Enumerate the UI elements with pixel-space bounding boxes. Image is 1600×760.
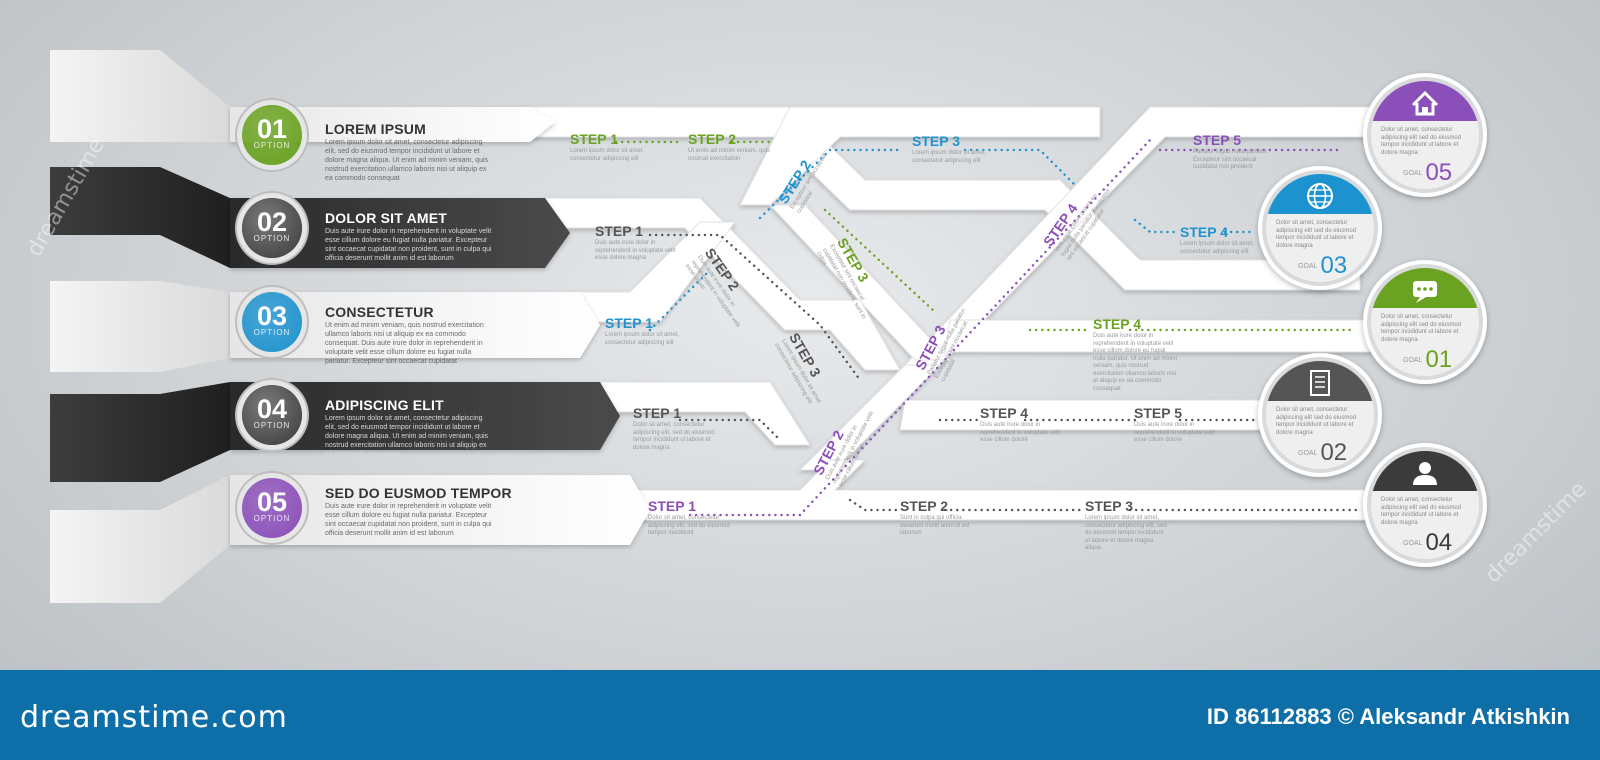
goal-circle: [1363, 260, 1487, 384]
step-description: Duis aute irure dolor in reprehenderit i…: [595, 240, 676, 261]
option-label: OPTION: [253, 421, 291, 430]
user-icon: [1413, 462, 1437, 485]
goal-circle: [1258, 166, 1382, 290]
step-label: STEP 1: [595, 223, 643, 239]
step-label: STEP 5: [1134, 405, 1182, 421]
option-title: SED DO EUSMOD TEMPOR: [325, 485, 512, 501]
option-title: CONSECTETUR: [325, 304, 434, 320]
step-description: Ut enim ad minim veniam, quis nostrud ex…: [688, 148, 771, 162]
document-icon: [1310, 370, 1330, 396]
step-description: Lorem ipsum dolor sit amet, consectetur …: [912, 150, 987, 164]
image-credit: ID 86112883 © Aleksandr Atkishkin: [1206, 704, 1570, 729]
goal-num: 01: [1425, 346, 1453, 373]
option-description: Duis aute irure dolor in reprehenderit i…: [325, 228, 492, 262]
option-description: Duis aute irure dolor in reprehenderit i…: [325, 503, 492, 537]
brand-logo[interactable]: dreamstime.com: [20, 700, 288, 735]
option-description: Lorem ipsum dolor sit amet, consectetur …: [325, 415, 489, 458]
step-label: STEP 1: [633, 405, 681, 421]
step-label: STEP 2: [688, 131, 736, 147]
step-label: STEP 4: [1180, 224, 1228, 240]
option-number: 01: [256, 114, 288, 144]
goal-circle: [1363, 443, 1487, 567]
globe-icon: [1307, 183, 1333, 209]
goal-word: GOAL: [1403, 357, 1423, 365]
step-description: Dolor sit amet, consectetur adipiscing e…: [648, 515, 730, 536]
step-description: Lorem ipsum dolor sit amet, consectetur …: [570, 148, 645, 162]
goal-description: Dolor sit amet, consectetur adipiscing e…: [1381, 314, 1462, 343]
goal-cap: [1267, 174, 1373, 214]
home-icon: [1411, 90, 1439, 116]
option-number: 04: [256, 394, 288, 424]
step-description: Lorem ipsum dolor sit amet, consectetur …: [1180, 241, 1255, 255]
dotted-routes: [614, 138, 1362, 517]
goal-num: 04: [1425, 529, 1453, 556]
step-label: STEP 2: [900, 498, 948, 514]
option-number: 03: [256, 301, 288, 331]
step-description: Pariatur fugiat nulla pariatur. Excepteu…: [1193, 149, 1269, 170]
step-label: STEP 3: [912, 133, 960, 149]
route-diagram: [50, 50, 1487, 603]
goal-description: Dolor sit amet, consectetur adipiscing e…: [1381, 127, 1462, 156]
goal-circle: [1258, 353, 1382, 477]
option-description: Lorem ipsum dolor sit amet, consectetur …: [325, 139, 489, 182]
goal-circles: [1258, 73, 1487, 567]
step-description: Duis aute irure dolor in reprehenderit i…: [1134, 422, 1215, 443]
step-description: Lorem ipsum dolor sit amet, consectetur …: [1085, 515, 1167, 551]
step-label: STEP 4: [980, 405, 1028, 421]
step-description: Lorem ipsum dolor sit amet, consectetur …: [605, 332, 680, 346]
footer-bar: dreamstime.com ID 86112883 © Aleksandr A…: [0, 670, 1600, 760]
option-title: ADIPISCING ELIT: [325, 397, 444, 413]
goal-word: GOAL: [1298, 450, 1318, 458]
goal-num: 05: [1425, 159, 1453, 186]
option-title: LOREM IPSUM: [325, 121, 426, 137]
option-label: OPTION: [253, 141, 291, 150]
step-label: STEP 5: [1193, 132, 1241, 148]
ribbon-paths: [519, 106, 1371, 521]
chat-icon: [1413, 281, 1437, 303]
goal-description: Dolor sit amet, consectetur adipiscing e…: [1276, 407, 1357, 436]
option-description: Ut enim ad minim veniam, quis nostrud ex…: [325, 322, 484, 365]
step-description: Dolor sit amet, consectetur adipiscing e…: [633, 422, 715, 451]
step-label: STEP 1: [648, 498, 696, 514]
option-number: 02: [256, 207, 288, 237]
option-label: OPTION: [253, 234, 291, 243]
option-number: 05: [256, 487, 288, 517]
goal-num: 02: [1320, 439, 1348, 466]
option-bands: [230, 107, 650, 545]
step-description: Sunt in culpa qui officia deserunt molli…: [900, 515, 970, 536]
goal-word: GOAL: [1403, 170, 1423, 178]
step-label: STEP 1: [570, 131, 618, 147]
goal-num: 03: [1320, 252, 1348, 279]
option-label: OPTION: [253, 328, 291, 337]
step-label: STEP 3: [1085, 498, 1133, 514]
goal-description: Dolor sit amet, consectetur adipiscing e…: [1381, 497, 1462, 526]
option-label: OPTION: [253, 514, 291, 523]
goal-word: GOAL: [1298, 263, 1318, 271]
goal-description: Dolor sit amet, consectetur adipiscing e…: [1276, 220, 1357, 249]
step-description: Duis aute irure dolor in reprehenderit i…: [980, 422, 1061, 443]
step-label: STEP 1: [605, 315, 653, 331]
step-description: Duis aute irure dolor in reprehenderit i…: [1093, 333, 1178, 392]
goal-circle: [1363, 73, 1487, 197]
left-blocks: [50, 50, 230, 603]
goal-cap: [1372, 81, 1478, 121]
goal-word: GOAL: [1403, 540, 1423, 548]
goal-cap: [1267, 361, 1373, 401]
option-title: DOLOR SIT AMET: [325, 210, 448, 226]
step-label: STEP 4: [1093, 316, 1141, 332]
